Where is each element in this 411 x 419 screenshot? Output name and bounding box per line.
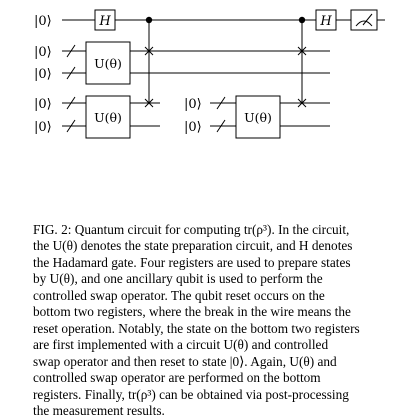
register-2-slash (66, 66, 76, 80)
control-dot-1 (145, 16, 153, 24)
caption-line: the U(θ) denotes the state preparation c… (33, 238, 353, 254)
quantum-circuit-diagram: H H U(θ) U(θ) U(θ) |0⟩ |0⟩ |0⟩ |0⟩ |0⟩ (34, 9, 385, 139)
caption-line: registers. Finally, tr(ρ³) can be obtain… (33, 386, 349, 402)
caption-line: FIG. 2: Quantum circuit for computing tr… (33, 222, 350, 237)
unitary-label: U(θ) (94, 110, 122, 125)
unitary-label: U(θ) (244, 110, 272, 125)
ket-zero-reset-register-3: |0⟩ (184, 97, 202, 112)
swap-cross-first-top (144, 46, 154, 56)
unitary-gate-bottom-second: U(θ) (235, 95, 281, 139)
ket-zero-ancilla: |0⟩ (34, 14, 52, 29)
ket-zero-register-3: |0⟩ (34, 97, 52, 112)
register-1-slash (66, 44, 76, 58)
hadamard-label: H (98, 14, 111, 29)
control-dot-2 (298, 16, 306, 24)
ket-zero-register-2: |0⟩ (34, 67, 52, 82)
ket-zero-register-1: |0⟩ (34, 45, 52, 60)
swap-cross-second-bottom (297, 98, 307, 108)
unitary-gate-top: U(θ) (85, 41, 131, 85)
register-4-slash (66, 119, 76, 133)
swap-cross-second-top (297, 46, 307, 56)
ket-zero-reset-register-4: |0⟩ (184, 120, 202, 135)
caption-line: bottom two registers, where the break in… (33, 304, 351, 320)
unitary-gate-bottom-first: U(θ) (85, 95, 131, 139)
swap-cross-first-bottom (144, 98, 154, 108)
figure-caption: FIG. 2: Quantum circuit for computing tr… (33, 222, 401, 419)
unitary-label: U(θ) (94, 56, 122, 71)
caption-line: controlled swap operator. The qubit rese… (33, 287, 325, 303)
caption-line: the Hadamard gate. Four registers are us… (33, 254, 351, 270)
hadamard-label: H (319, 14, 332, 29)
caption-line: controlled swap operator are performed o… (33, 370, 321, 386)
hadamard-gate-2: H (315, 9, 337, 31)
caption-line: swap operator and then reset to state |0… (33, 353, 337, 369)
caption-line: the measurement results. (33, 402, 165, 418)
caption-line: are first implemented with a circuit U(θ… (33, 337, 329, 353)
hadamard-gate-1: H (94, 9, 116, 31)
measurement-gate (350, 9, 378, 31)
caption-line: by U(θ), and one ancillary qubit is used… (33, 271, 323, 287)
reset-register-3-slash (216, 96, 226, 110)
ket-zero-register-4: |0⟩ (34, 120, 52, 135)
caption-line: reset operation. Notably, the state on t… (33, 320, 360, 336)
reset-register-4-slash (216, 119, 226, 133)
register-3-slash (66, 96, 76, 110)
